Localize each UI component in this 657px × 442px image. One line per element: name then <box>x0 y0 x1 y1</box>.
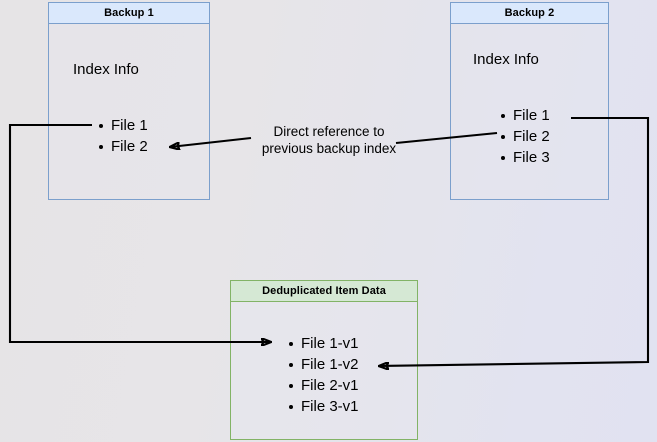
list-item: File 2 <box>501 128 550 145</box>
backup-2-header-label: Backup 2 <box>504 7 555 19</box>
list-item: File 1-v2 <box>289 356 359 373</box>
list-item: File 3 <box>501 149 550 166</box>
backup-1-box <box>48 2 210 200</box>
list-item: File 1-v1 <box>289 335 359 352</box>
deduplicated-item-data-header-label: Deduplicated Item Data <box>262 285 386 297</box>
backup-1-header: Backup 1 <box>48 2 210 24</box>
direct-reference-label-line2: previous backup index <box>261 141 397 156</box>
backup-1-subtitle: Index Info <box>73 61 139 78</box>
backup-1-file-list: File 1 File 2 <box>95 115 148 157</box>
backup-1-header-label: Backup 1 <box>104 7 154 19</box>
deduplicated-item-data-header: Deduplicated Item Data <box>230 280 418 302</box>
backup-2-file-list: File 1 File 2 File 3 <box>497 105 550 168</box>
list-item: File 1 <box>501 107 550 124</box>
backup-2-box <box>450 2 609 200</box>
list-item: File 2 <box>99 138 148 155</box>
list-item: File 3-v1 <box>289 398 359 415</box>
deduplicated-file-list: File 1-v1 File 1-v2 File 2-v1 File 3-v1 <box>285 333 359 417</box>
direct-reference-label-line1: Direct reference to <box>273 124 385 139</box>
direct-reference-label: Direct reference to previous backup inde… <box>249 123 409 157</box>
list-item: File 1 <box>99 117 148 134</box>
backup-2-subtitle: Index Info <box>473 51 539 68</box>
backup-2-header: Backup 2 <box>450 2 609 24</box>
list-item: File 2-v1 <box>289 377 359 394</box>
